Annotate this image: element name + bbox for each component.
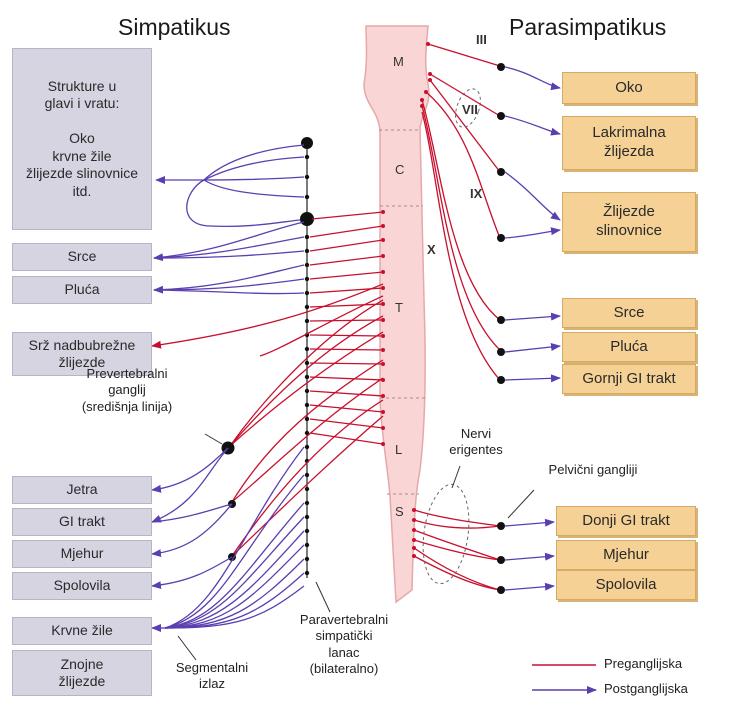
segment-c: C bbox=[395, 162, 404, 177]
box-salivary-glands: Žlijezde slinovnice bbox=[562, 192, 696, 252]
paravertebral-pointer bbox=[316, 582, 330, 612]
box-heart-para: Srce bbox=[562, 298, 696, 328]
note-paravertebral-chain: Paravertebralni simpatički lanac (bilate… bbox=[284, 612, 404, 704]
superior-cervical-ganglion bbox=[301, 137, 313, 149]
parasympathetic-preganglionic bbox=[414, 44, 500, 590]
legend-postganglionic: Postganglijska bbox=[604, 681, 688, 697]
nerve-iii: III bbox=[476, 32, 487, 47]
nervi-pointer bbox=[452, 466, 460, 488]
note-segmental-outflow: Segmentalni izlaz bbox=[160, 660, 264, 693]
box-bladder-symp: Mjehur bbox=[12, 540, 152, 568]
prevertebral-pointer bbox=[205, 434, 222, 444]
box-head-structures: Strukture u glavi i vratu: Oko krvne žil… bbox=[12, 48, 152, 230]
stellate-ganglion bbox=[300, 212, 314, 226]
legend-preganglionic: Preganglijska bbox=[604, 656, 682, 672]
box-genitals-para: Spolovila bbox=[556, 570, 696, 600]
box-upper-gi: Gornji GI trakt bbox=[562, 364, 696, 394]
box-gi-tract: GI trakt bbox=[12, 508, 152, 536]
nerve-ix: IX bbox=[470, 186, 482, 201]
box-sweat-glands: Znojne žlijezde bbox=[12, 650, 152, 696]
parasympathetic-ganglia bbox=[497, 63, 505, 594]
box-bladder-para: Mjehur bbox=[556, 540, 696, 570]
box-lungs-para: Pluća bbox=[562, 332, 696, 362]
box-lungs-symp: Pluća bbox=[12, 276, 152, 304]
box-lacrimal-gland: Lakrimalna žlijezda bbox=[562, 116, 696, 170]
parasympathetic-postganglionic bbox=[505, 67, 560, 590]
box-liver: Jetra bbox=[12, 476, 152, 504]
note-prevertebral-ganglia: Prevertebralni ganglij (središnja linija… bbox=[52, 366, 202, 415]
nerve-x: X bbox=[427, 242, 436, 257]
segment-t: T bbox=[395, 300, 403, 315]
pelvic-pointer bbox=[508, 490, 534, 518]
box-lower-gi: Donji GI trakt bbox=[556, 506, 696, 536]
box-eye: Oko bbox=[562, 72, 696, 104]
box-genitals-symp: Spolovila bbox=[12, 572, 152, 600]
nerve-vii: VII bbox=[462, 102, 478, 117]
note-pelvic-ganglia: Pelvični gangliji bbox=[528, 462, 658, 478]
box-heart-symp: Srce bbox=[12, 243, 152, 271]
segmental-pointer bbox=[178, 636, 196, 660]
box-blood-vessels: Krvne žile bbox=[12, 617, 152, 645]
segment-l: L bbox=[395, 442, 402, 457]
segment-s: S bbox=[395, 504, 404, 519]
note-nervi-erigentes: Nervi erigentes bbox=[426, 426, 526, 459]
segment-m: M bbox=[393, 54, 404, 69]
